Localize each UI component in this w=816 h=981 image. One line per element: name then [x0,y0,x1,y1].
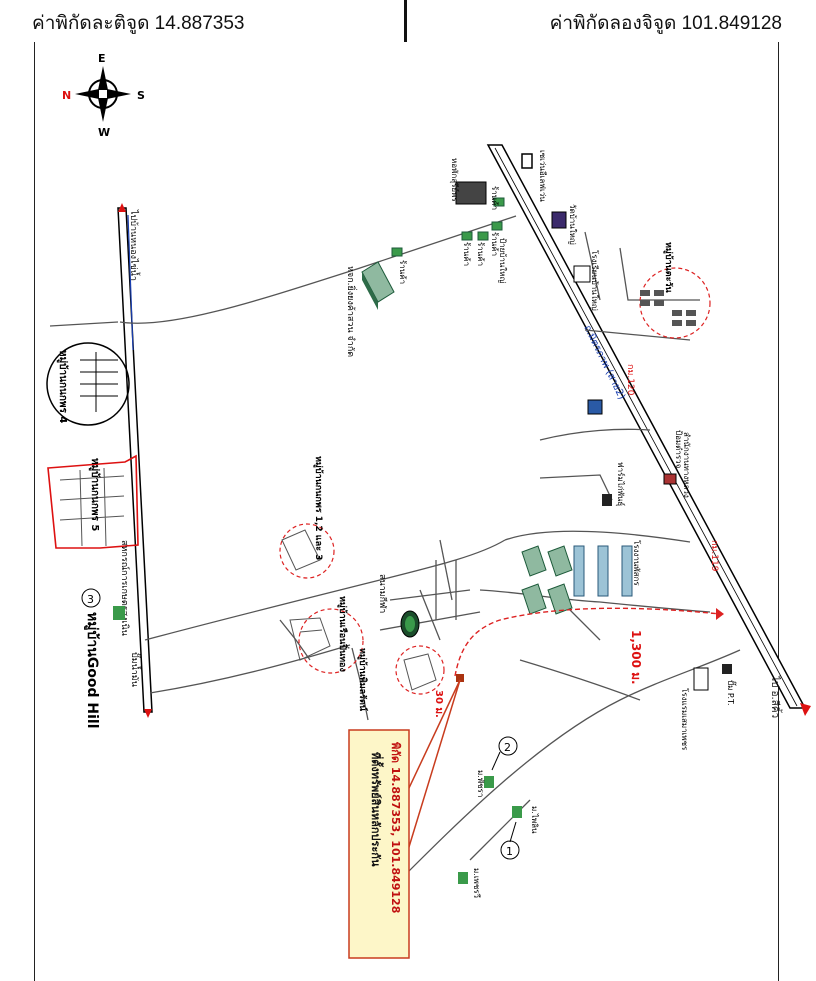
marker-1: 1 [500,840,520,860]
village-good-hill-label: หมู่บ้านGood Hill [84,612,100,729]
svg-text:2: 2 [504,741,511,754]
house2-label: ม.พัชรา [476,770,485,797]
dist-30-label: 30 ม. [433,690,444,718]
village-house-icons [458,776,522,884]
hotel-label: โรงแรมเสมาเพชร [680,688,690,751]
shop-icons [391,197,505,257]
water-tower-label: ปั๊มน้ำมัน [129,652,142,687]
village-right-buildings [640,290,696,326]
school-icon [573,265,591,283]
police-icon [587,399,603,415]
header-divider [404,0,407,42]
shop3-label: ร้านค้า [476,242,485,266]
compass-e: E [98,52,106,65]
farm-icon [602,494,612,506]
latitude-text: ค่าพิกัดละติจูด 14.887353 [32,13,245,34]
dorm-icon [455,181,487,205]
km119-label: กม.119 [709,540,719,572]
house3-label: ม.เพชรวี [472,868,481,898]
shop4-label: ร้านค้า [490,232,499,256]
village-kanokporn5-label: หมู่บ้านกนกพร 5 [88,458,101,531]
village-ruenpinthong-label: หมู่บ้านเรือนปิ่นทอง [337,596,350,672]
factory-label: โรงงานพัสกร [632,540,642,586]
compass-icon: N S E W [62,52,145,139]
cooperative-label: สหกรณ์การเกษตรสูงเนิน [119,540,131,636]
route-dashed [454,607,721,677]
road-bottom-label: ไป อ.สีคิ้ว [769,675,783,718]
gas-pt-icon [722,664,732,674]
callout-line2: พิกัด 14.887353, 101.849128 [389,742,402,913]
village-right-label: หมู่บ้านตะวัน [663,242,674,294]
bus-stop-icon [663,473,677,485]
road-top-label: ไปบ้านหนองไข่น้ำ [128,209,141,281]
bus-stop-label: สำนักงานทางหลวง [682,432,691,498]
village-kanokporn4-area [46,342,130,426]
shop5-label: ร้านค้า [490,186,499,210]
shop1-label: ร้านค้า [398,260,407,284]
seven-label: เซเว่นอีเลฟเว่น [538,150,547,202]
factory-buildings [521,545,633,615]
gas-pt-label: ปั๊ม P.T. [726,680,737,706]
compass-n: N [62,89,71,102]
hotel-icon [693,667,709,691]
company-label: หจก.ยิ่งยงค้าสวน จำกัด [345,266,358,357]
village-tawan-area [403,653,437,691]
bank-label: ป้ายบ้านใหญ่ [498,238,507,283]
dorm-label: หอพักสุรีย์พร [450,158,460,202]
village-circles [279,267,711,695]
police-label: ป้อมตำรวจ [674,430,683,469]
property-callout: ที่ตั้งทรัพย์สินหลักประกัน พิกัด 14.8873… [348,729,410,959]
shop2-label: ร้านค้า [462,242,471,266]
compass-s: S [137,89,145,102]
distance-label: 1,300 ม. [629,630,643,685]
svg-text:1: 1 [506,845,513,858]
property-marker [456,674,464,682]
stadium-icon [400,610,420,638]
temple-label: วัดบ้านใหญ่ [568,204,577,245]
village-phimonrat-label: หมู่บ้านพิมลรัตน์ [357,648,369,712]
longitude-text: ค่าพิกัดลองจิจูด 101.849128 [549,13,782,34]
temple-icon [551,211,567,229]
village-kanokporn4-label: หมู่บ้านกนกพร 4 [56,350,69,423]
highway [486,144,811,716]
farm-label: ฟาร์มไก่พันธุ์ [616,462,626,506]
village-kanokporn5-area [47,454,139,549]
village-kanokporn123-area [281,529,321,571]
school-label: โรงเรียนบ้านใหญ่ [590,250,600,311]
map-frame [34,42,779,981]
svg-text:3: 3 [87,593,94,606]
seven-icon [521,153,533,169]
km120-label: กม.120 [625,364,635,396]
marker-3: 3 [81,588,101,608]
stadium-label: สนามกีฬา [377,574,388,613]
callout-line1: ที่ตั้งทรัพย์สินหลักประกัน [369,752,384,867]
coordinate-header: ค่าพิกัดละติจูด 14.887353 ค่าพิกัดลองจิจ… [0,0,816,42]
compass-w: W [98,126,110,139]
company-building-icon [361,261,395,310]
road-left [117,203,153,718]
village-ruenpinthong-area [289,617,331,661]
house-icon [113,606,125,620]
marker-2: 2 [498,736,518,756]
village-kanokporn123-label: หมู่บ้านกนกพร 1,2 และ 3 [313,456,324,560]
house1-label: ม.ไพลิน [530,806,539,834]
